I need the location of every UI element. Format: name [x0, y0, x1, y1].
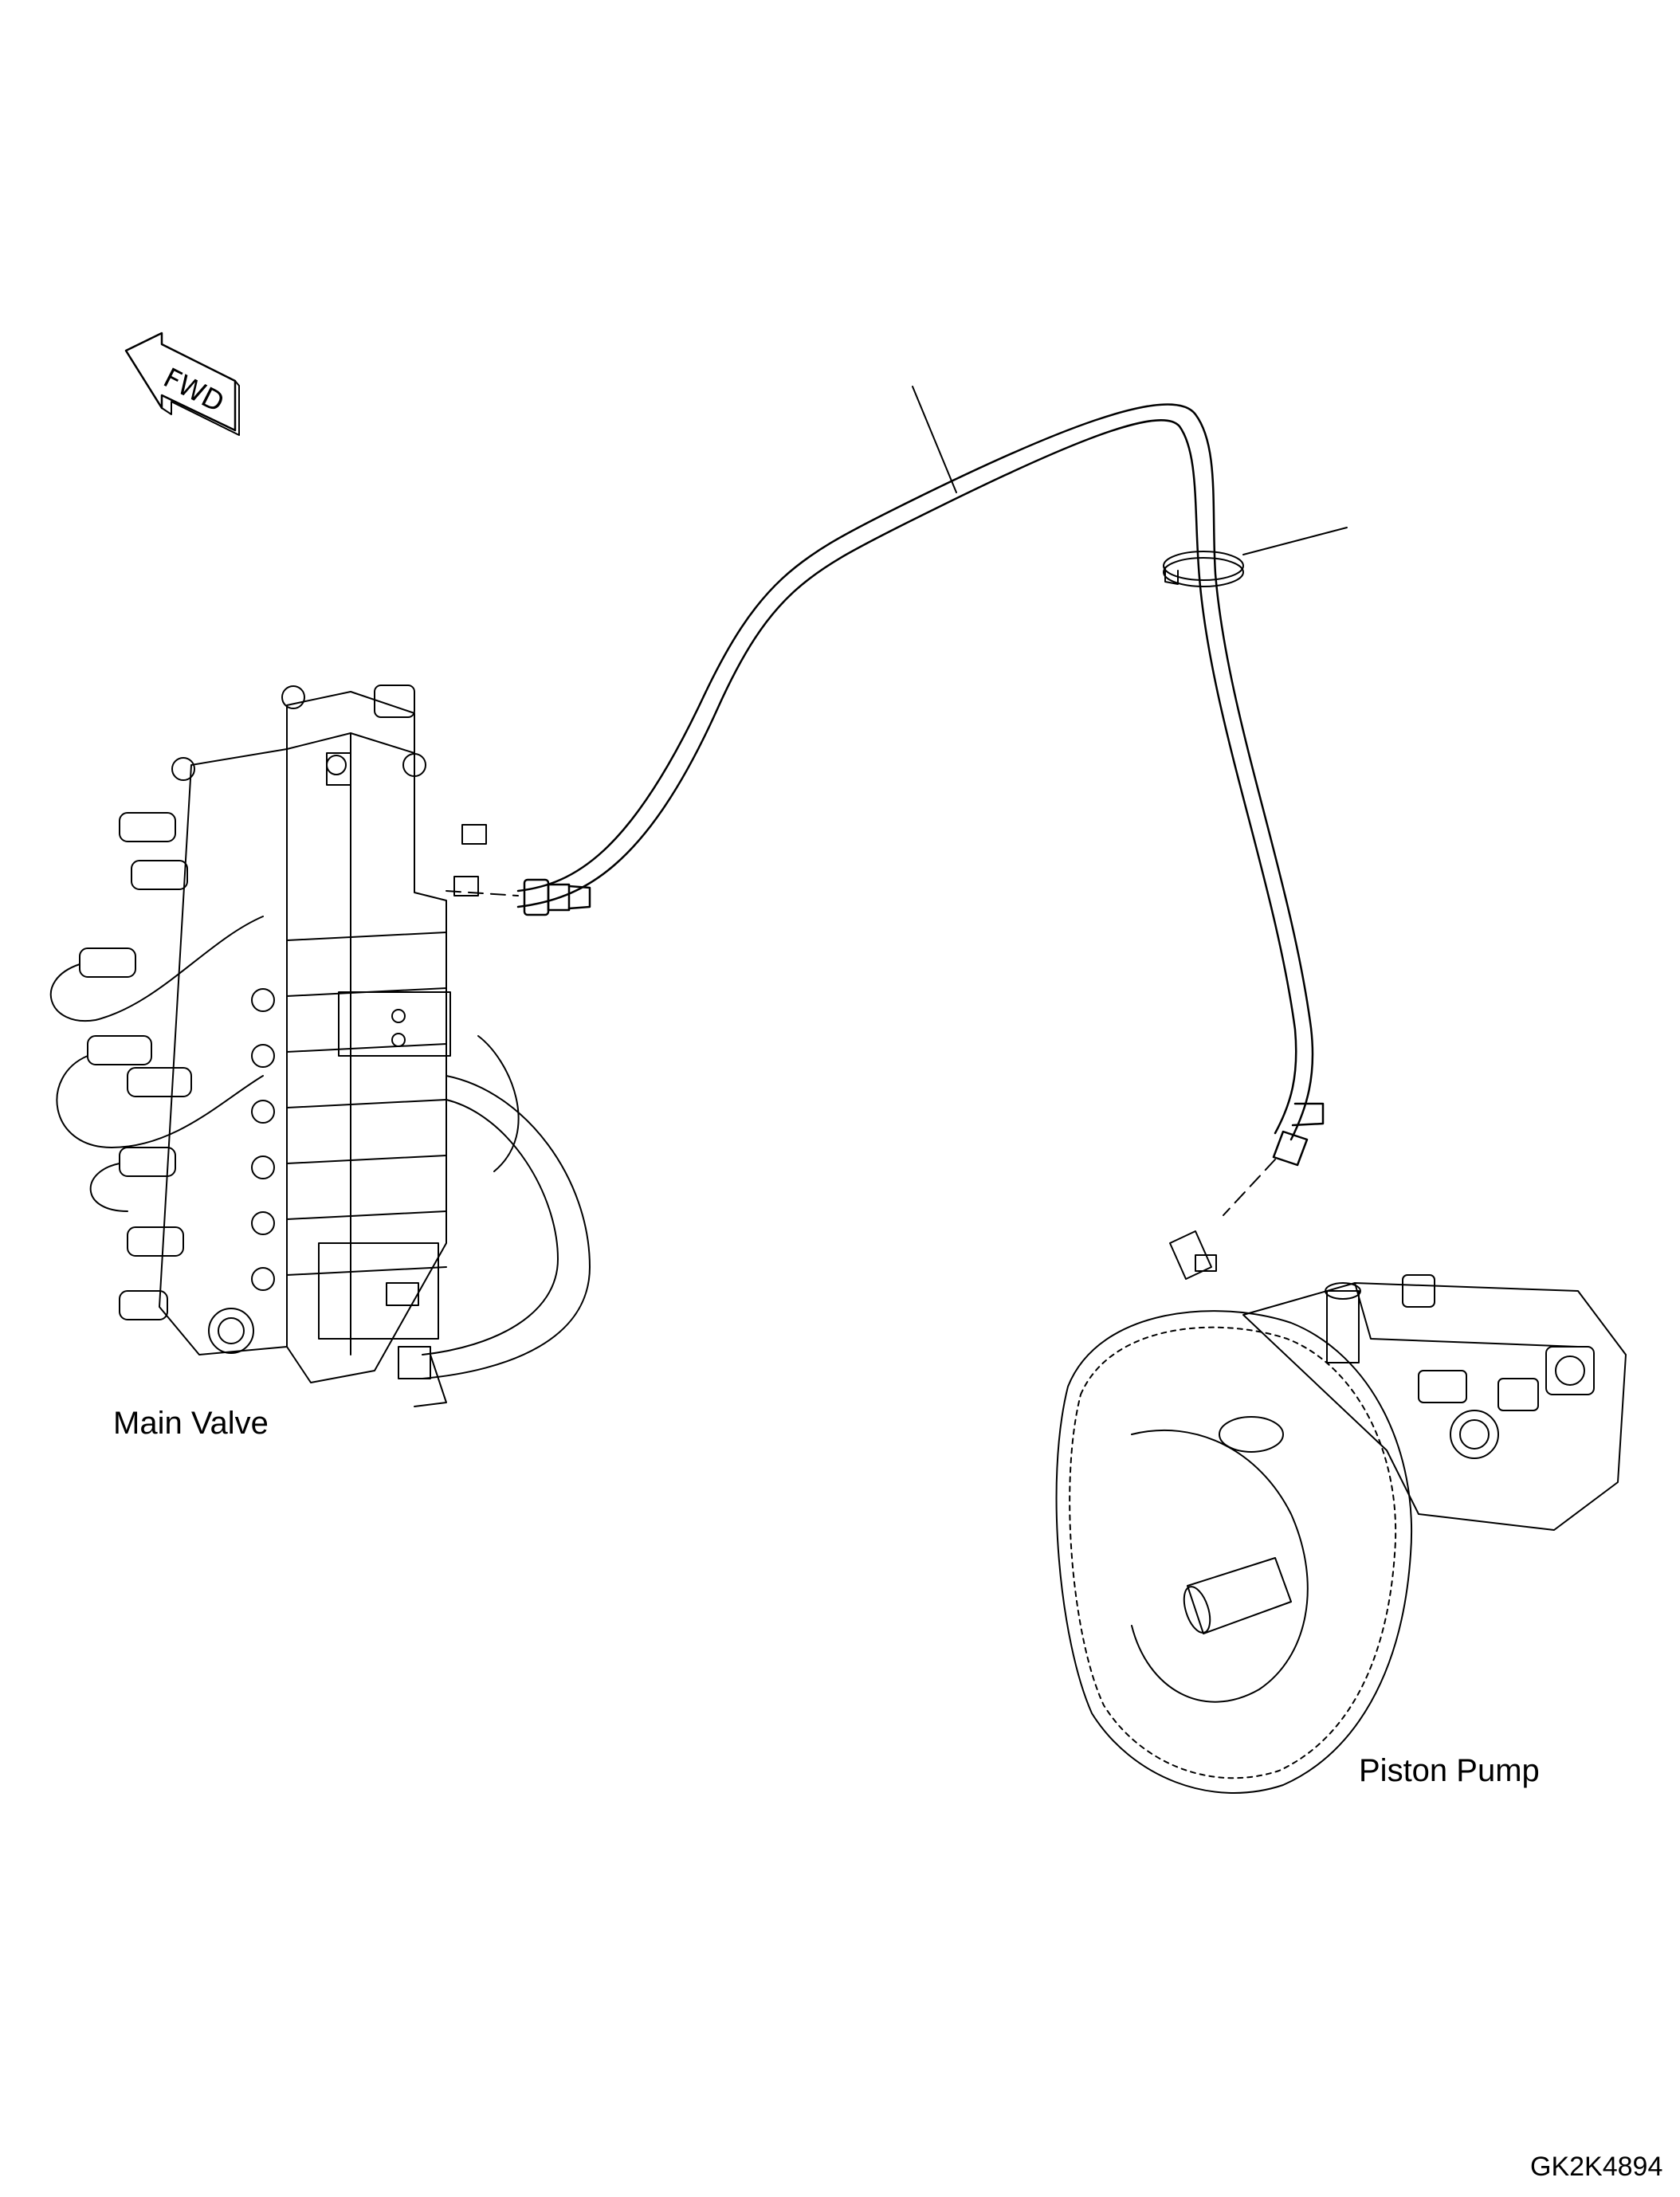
connection-lines — [446, 890, 1276, 1216]
piston-pump-drawing — [1055, 1230, 1627, 1794]
main-valve-drawing — [49, 685, 591, 1407]
hydraulic-hose — [516, 403, 1325, 1167]
fwd-arrow-icon: FWD — [124, 332, 240, 436]
leader-lines — [912, 386, 1348, 555]
hose-clamp — [1163, 551, 1244, 587]
main-valve-label: Main Valve — [113, 1406, 269, 1441]
piston-pump-label: Piston Pump — [1359, 1753, 1540, 1788]
figure-code: GK2K4894 — [1530, 2152, 1663, 2182]
